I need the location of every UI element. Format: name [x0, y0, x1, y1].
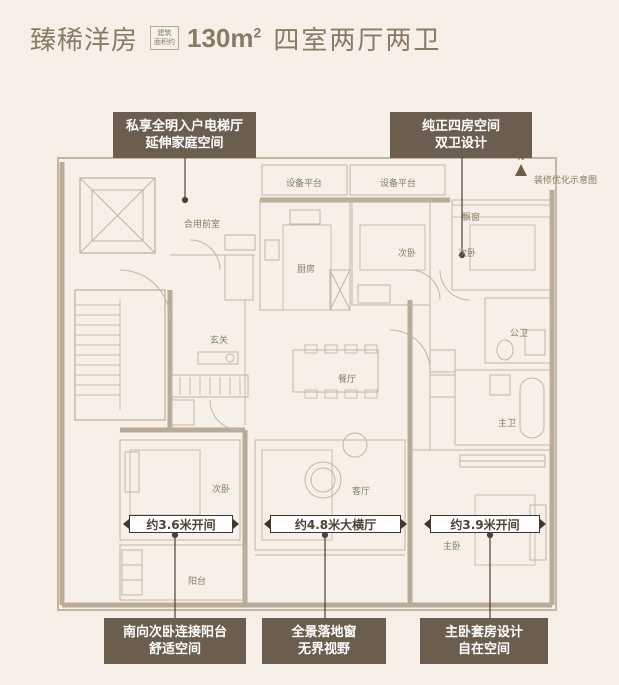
width-pill-right: 约3.9米开间: [424, 515, 546, 533]
outer-boundary: [57, 157, 557, 611]
room-label-bedroom-right: 次卧: [458, 249, 477, 259]
badge-line2: 面积约: [154, 38, 176, 46]
equipment-platform-2: [349, 164, 446, 196]
callout-bottom-left: 南向次卧连接阳台 舒适空间: [104, 618, 246, 664]
room-label-master-bath: 主卫: [498, 419, 517, 429]
entrance-cabinet: [171, 374, 249, 398]
room-label-platform1: 设备平台: [286, 179, 323, 189]
callout-bottom-right: 主卧套房设计 自在空间: [420, 618, 548, 664]
area-value: 130m2: [187, 23, 261, 54]
width-pill-mid: 约4.8米大横厅: [264, 515, 407, 533]
balcony-area: [119, 544, 246, 601]
bedroom-left-area: [119, 439, 241, 541]
callout-bottom-left-line2: 舒适空间: [148, 642, 201, 657]
north-arrow-icon: N: [512, 153, 530, 176]
callout-top-right: 纯正四房空间 双卫设计: [390, 112, 532, 158]
room-label-kitchen: 厨房: [297, 265, 316, 275]
renovation-note: 装修优化示意图: [533, 176, 597, 186]
room-label-balcony: 阳台: [188, 577, 207, 587]
room-layout: 四室两厅两卫: [273, 25, 442, 56]
room-label-bay-window: 飘窗: [462, 213, 481, 223]
room-label-bedroom-left: 次卧: [212, 485, 231, 495]
area-badge: 建筑 面积约: [150, 26, 180, 50]
bedroom-right-area: [451, 199, 551, 291]
width-pill-left: 约3.6米开间: [123, 515, 239, 533]
kitchen-area: [259, 199, 351, 311]
room-label-front-room: 合用前室: [184, 220, 221, 230]
north-label: N: [517, 153, 525, 163]
area-number: 130m: [187, 22, 254, 53]
page-title: 臻稀洋房 建筑 面积约 130m2 四室两厅两卫: [30, 18, 441, 58]
callout-bottom-mid-line2: 无界视野: [297, 642, 350, 657]
room-label-living: 客厅: [352, 487, 371, 497]
room-label-entrance: 玄关: [210, 336, 229, 346]
master-bath-area: [454, 369, 551, 446]
living-sofa-set: [254, 439, 406, 551]
callout-top-left-line1: 私享全明入户电梯厅: [125, 119, 243, 134]
room-label-platform2: 设备平台: [380, 179, 417, 189]
room-label-public-bath: 公卫: [510, 329, 529, 339]
callout-top-left-line2: 延伸家庭空间: [145, 136, 224, 151]
bedroom-mid-area: [351, 199, 431, 306]
callout-top-right-line2: 双卫设计: [434, 136, 487, 151]
callout-bottom-right-line2: 自在空间: [457, 642, 510, 657]
room-label-dining: 餐厅: [338, 375, 357, 385]
room-label-bedroom-mid: 次卧: [398, 249, 417, 259]
elevator-shaft: [79, 177, 156, 254]
dining-table: [292, 349, 379, 393]
callout-top-right-line1: 纯正四房空间: [421, 119, 500, 134]
equipment-platform-1: [261, 164, 348, 196]
badge-line1: 建筑: [157, 29, 172, 37]
callout-bottom-mid: 全景落地窗 无界视野: [262, 618, 386, 664]
callout-bottom-right-line1: 主卧套房设计: [444, 625, 523, 640]
callout-top-left: 私享全明入户电梯厅 延伸家庭空间: [113, 112, 256, 158]
callout-bottom-mid-line1: 全景落地窗: [291, 625, 357, 640]
public-bath-area: [484, 297, 551, 364]
room-label-master-bed: 主卧: [443, 542, 462, 552]
project-name: 臻稀洋房: [30, 25, 139, 56]
callout-bottom-left-line1: 南向次卧连接阳台: [122, 625, 227, 640]
area-unit-sup: 2: [253, 23, 262, 40]
